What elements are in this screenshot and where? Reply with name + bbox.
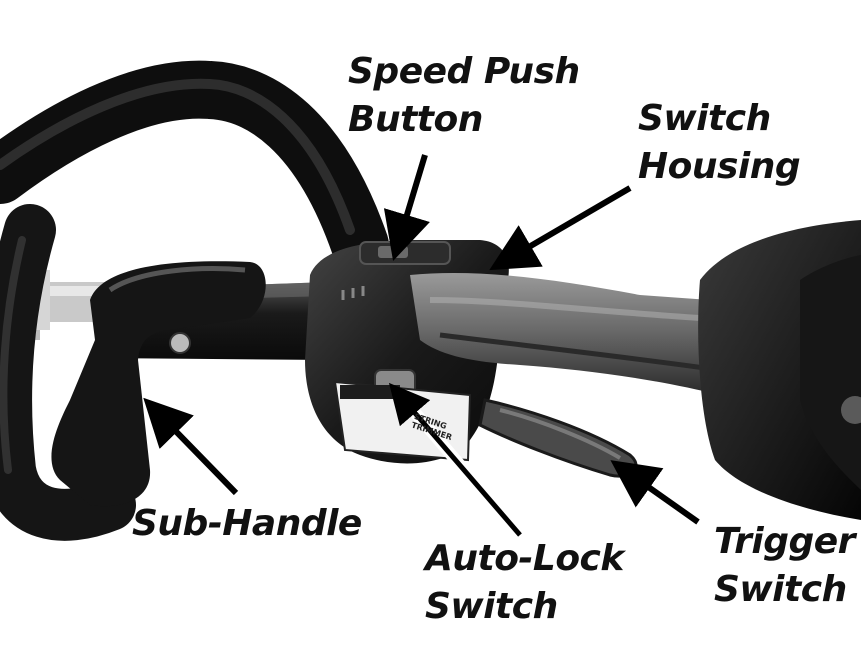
label-auto-lock-switch-line1: Auto-Lock bbox=[425, 538, 624, 579]
label-trigger-switch-line2: Switch bbox=[714, 569, 847, 610]
loop-handle bbox=[0, 60, 389, 541]
label-auto-lock-switch: Auto-Lock Switch bbox=[425, 535, 624, 631]
motor-body bbox=[698, 220, 861, 520]
label-sub-handle: Sub-Handle bbox=[132, 500, 362, 548]
label-sub-handle-line1: Sub-Handle bbox=[132, 503, 362, 544]
sub-handle-clamp bbox=[51, 261, 266, 507]
label-trigger-switch: Trigger Switch bbox=[714, 518, 855, 614]
arrow-auto-lock-switch-inner bbox=[388, 382, 522, 537]
label-trigger-switch-line1: Trigger bbox=[714, 521, 855, 562]
label-speed-push-button-line2: Button bbox=[348, 99, 483, 140]
arrow-sub-handle bbox=[143, 397, 239, 496]
arrow-switch-housing bbox=[489, 185, 632, 271]
arrow-speed-push-button bbox=[383, 154, 430, 261]
label-switch-housing-line2: Housing bbox=[638, 146, 801, 187]
label-switch-housing-line1: Switch bbox=[638, 98, 771, 139]
label-switch-housing: Switch Housing bbox=[638, 95, 801, 191]
arrow-trigger-switch bbox=[610, 460, 700, 525]
label-auto-lock-switch-line2: Switch bbox=[425, 586, 558, 627]
label-speed-push-button: Speed Push Button bbox=[348, 48, 580, 144]
main-grip bbox=[410, 272, 720, 395]
label-speed-push-button-line1: Speed Push bbox=[348, 51, 580, 92]
